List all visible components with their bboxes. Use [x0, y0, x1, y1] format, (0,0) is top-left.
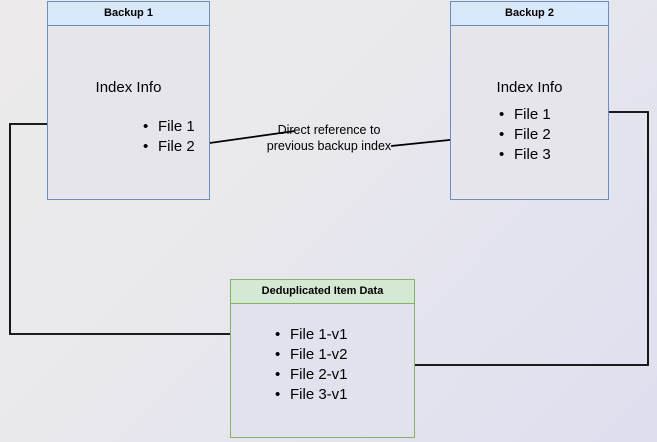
node-backup-2[interactable]: Backup 2 Index Info File 1 File 2 File 3 [450, 1, 609, 200]
node-backup-1-header: Backup 1 [48, 2, 209, 26]
list-item: File 1-v2 [275, 345, 348, 365]
node-deduplicated-item-data-body: File 1-v1 File 1-v2 File 2-v1 File 3-v1 [231, 304, 414, 437]
node-backup-1-body: Index Info File 1 File 2 [48, 26, 209, 199]
node-backup-1-file-list: File 1 File 2 [143, 117, 195, 157]
edge-label-line-1: Direct reference to [277, 123, 381, 137]
node-deduplicated-item-data-header: Deduplicated Item Data [231, 280, 414, 304]
node-backup-1[interactable]: Backup 1 Index Info File 1 File 2 [47, 1, 210, 200]
node-deduplicated-file-list: File 1-v1 File 1-v2 File 2-v1 File 3-v1 [275, 325, 348, 405]
node-backup-2-header: Backup 2 [451, 2, 608, 26]
list-item: File 1 [499, 105, 551, 125]
list-item: File 1-v1 [275, 325, 348, 345]
list-item: File 2 [143, 137, 195, 157]
list-item: File 3 [499, 145, 551, 165]
node-deduplicated-item-data[interactable]: Deduplicated Item Data File 1-v1 File 1-… [230, 279, 415, 438]
list-item: File 2-v1 [275, 365, 348, 385]
node-backup-1-title: Index Info [95, 79, 162, 96]
edge-label-direct-reference: Direct reference to previous backup inde… [246, 122, 412, 154]
edge-label-line-2: previous backup index [266, 139, 392, 153]
node-backup-2-file-list: File 1 File 2 File 3 [499, 105, 551, 165]
list-item: File 2 [499, 125, 551, 145]
list-item: File 1 [143, 117, 195, 137]
node-backup-2-title: Index Info [496, 79, 563, 96]
list-item: File 3-v1 [275, 385, 348, 405]
node-backup-2-body: Index Info File 1 File 2 File 3 [451, 26, 608, 199]
